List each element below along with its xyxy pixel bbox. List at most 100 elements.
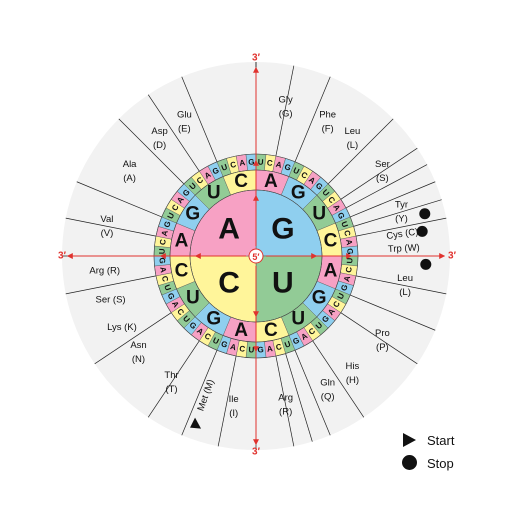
third-base-letter: C [344,266,354,273]
amino-acid-name: Phe [319,109,336,120]
second-base-letter: U [186,288,200,309]
third-base-letter: C [266,158,273,168]
amino-acid-separator [294,350,331,436]
second-base-letter: C [264,320,278,341]
amino-acid-label: Asp(D) [151,126,167,151]
stop-codon-dot [419,208,431,220]
amino-acid-label: Ala(A) [123,159,137,184]
stop-codon-dot [420,258,432,270]
amino-acid-code: (R) [279,407,292,418]
third-base-letter: G [188,320,199,331]
amino-acid-labels: Gly(G)Phe(F)Leu(L)Ser(S)Tyr(Y)Cys (C)Trp… [89,94,420,418]
amino-acid-code: (T) [165,384,177,395]
center-5prime-label: 5′ [252,252,259,262]
amino-acid-name: Cys (C) [386,226,419,242]
amino-acid-label: Ile (I) [229,394,239,419]
amino-acid-separator [65,275,157,295]
amino-acid-code: (L) [347,140,359,151]
third-base-letter: U [314,320,324,331]
amino-acid-name: Gln [320,378,335,389]
third-base-letter: G [220,339,229,350]
amino-acid-label: Ser(S) [375,159,390,184]
third-base-letter: G [166,291,177,300]
third-base-letter: U [258,157,264,166]
start-stop-markers [190,208,432,429]
amino-acid-separator [294,76,331,162]
start-codon-triangle [190,417,202,429]
third-base-letter: G [162,220,173,229]
third-base-letter: A [175,195,186,205]
third-base-letter: U [157,248,166,254]
second-base-letter: A [264,171,278,192]
amino-acid-label: Cys (C) [386,226,419,242]
amino-acid-name: Leu [344,126,360,137]
second-base-letter: A [175,231,189,252]
third-base-letter: U [248,345,254,354]
third-base-letter: C [175,307,186,317]
second-base-letter: G [291,182,306,203]
amino-acid-name: Ile [229,394,239,405]
second-base-letter: G [185,203,200,224]
axis-3prime-label-top: 3′ [252,53,261,64]
first-base-letter: U [272,266,294,299]
amino-acid-separator [181,350,218,436]
second-base-letter: U [207,182,221,203]
third-base-letter: A [158,266,168,273]
third-base-letter: C [195,175,205,186]
amino-acid-name: Gly [279,94,294,105]
amino-acid-label: Phe (F) [319,109,336,134]
third-base-letter: A [326,307,337,317]
third-base-letter: U [336,291,347,300]
amino-acid-name: Asn [130,340,146,351]
third-base-letter: U [339,220,349,229]
amino-acid-code: (E) [178,123,191,134]
second-base-letter: U [312,203,326,224]
second-base-letter: A [234,320,248,341]
second-base-letter: G [312,288,327,309]
third-base-letter: C [342,229,352,237]
amino-acid-code: (V) [101,228,114,239]
third-base-letter: C [275,342,283,352]
third-base-letter: G [291,336,300,347]
third-base-letter: G [283,162,292,173]
third-base-letter: G [320,314,331,325]
first-base-letter: G [271,213,294,246]
third-base-letter: C [203,331,213,342]
amino-acid-separator [285,353,313,442]
amino-acid-name: Ser (S) [95,295,125,306]
start-triangle-icon [401,431,419,449]
third-base-letter: U [345,257,354,263]
axis-3prime-label-right: 3′ [448,251,457,262]
amino-acid-name: Arg [278,393,293,404]
amino-acid-label: Arg (R) [278,393,293,418]
third-base-letter: C [326,195,337,205]
amino-acid-separator [181,76,218,162]
second-base-letter: C [324,231,338,252]
amino-acid-separator [355,275,447,295]
amino-acid-code: (I) [229,408,238,419]
amino-acid-separator [76,181,162,218]
amino-acid-label: Glu(E) [177,109,192,134]
amino-acid-code: (F) [322,123,334,134]
third-base-letter: C [300,170,310,181]
amino-acid-separator [340,312,418,365]
amino-acid-code: (S) [376,173,389,184]
legend-start-label: Start [427,432,455,448]
amino-acid-label: Pro(P) [375,328,390,353]
amino-acid-label: His(H) [346,361,360,386]
amino-acid-separator [355,217,447,237]
third-base-letter: U [320,188,331,198]
third-base-letter: A [160,229,170,237]
amino-acid-separator [65,217,157,237]
third-base-letter: G [157,257,166,264]
amino-acid-label: Lys (K) [107,322,137,333]
third-base-letter: C [160,275,170,283]
amino-acid-name: Val [100,214,113,225]
third-base-letter: A [266,344,273,354]
amino-acid-label: Val (V) [100,214,113,239]
legend-stop: Stop [401,453,454,473]
third-base-letter: G [336,211,347,220]
first-base-letter: C [218,266,240,299]
amino-acid-code: (Y) [395,213,408,224]
amino-acid-code: (P) [376,342,389,353]
